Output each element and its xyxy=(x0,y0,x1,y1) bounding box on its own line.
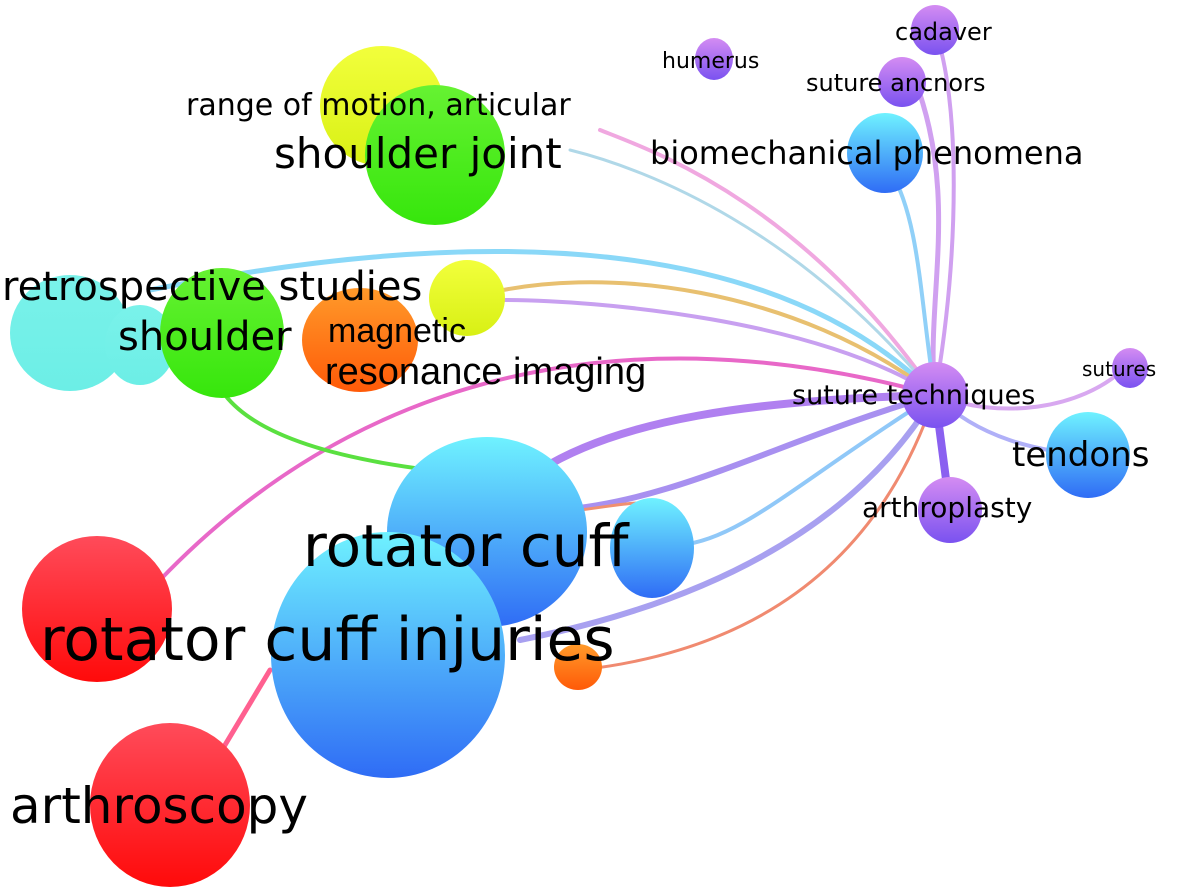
label-shoulder-joint: shoulder joint xyxy=(274,129,562,178)
edges xyxy=(147,28,1127,773)
label-arthroplasty: arthroplasty xyxy=(862,491,1032,524)
edge xyxy=(517,392,938,643)
label-shoulder: shoulder xyxy=(118,314,292,360)
label-retrospective-studies: retrospective studies xyxy=(2,264,422,310)
node-humerus[interactable] xyxy=(695,38,733,80)
edge xyxy=(888,168,937,397)
edge xyxy=(912,77,942,398)
label-range-of-motion: range of motion, articular xyxy=(186,88,571,123)
node-tendons[interactable] xyxy=(1046,412,1130,498)
node-shoulder-joint[interactable] xyxy=(365,85,505,225)
edge xyxy=(598,128,937,397)
edge xyxy=(498,298,937,397)
node-orange-small[interactable] xyxy=(554,644,602,690)
edge xyxy=(536,391,939,474)
label-biomechanical-phenomena: biomechanical phenomena xyxy=(650,134,1083,172)
edge xyxy=(158,356,937,582)
node-sutures[interactable] xyxy=(1112,348,1148,388)
node-biomechanical-phenomena[interactable] xyxy=(847,113,923,193)
edge xyxy=(557,392,938,513)
node-cyan-small[interactable] xyxy=(105,305,175,385)
node-shoulder[interactable] xyxy=(160,268,284,398)
label-rotator-cuff: rotator cuff xyxy=(303,512,630,580)
edge xyxy=(578,393,937,672)
label-mri-line2: resonance imaging xyxy=(325,351,646,393)
label-arthroscopy: arthroscopy xyxy=(10,777,308,835)
edge xyxy=(468,280,937,397)
edge xyxy=(147,249,938,398)
label-humerus: humerus xyxy=(662,49,759,74)
node-suture-techniques[interactable] xyxy=(902,362,968,428)
labels: humerus cadaver suture ancnors biomechan… xyxy=(2,18,1156,835)
node-arthroscopy[interactable] xyxy=(90,723,250,887)
label-rotator-cuff-injuries: rotator cuff injuries xyxy=(40,605,615,675)
node-mri[interactable] xyxy=(302,288,418,392)
edge xyxy=(568,148,937,397)
node-suture-anchors[interactable] xyxy=(878,57,926,107)
edge xyxy=(223,393,432,472)
label-suture-anchors: suture ancnors xyxy=(806,69,985,97)
node-cadaver[interactable] xyxy=(911,5,959,55)
nodes xyxy=(10,5,1148,887)
label-mri-line1: magnetic xyxy=(328,312,466,350)
label-cadaver: cadaver xyxy=(895,18,992,46)
node-rotator-cuff-small[interactable] xyxy=(610,498,694,598)
node-yellow-small[interactable] xyxy=(429,260,505,336)
label-tendons: tendons xyxy=(1012,435,1149,475)
node-arthroplasty[interactable] xyxy=(918,477,982,543)
node-cyan-large[interactable] xyxy=(10,275,130,391)
label-sutures: sutures xyxy=(1082,357,1156,381)
label-suture-techniques: suture techniques xyxy=(792,380,1035,411)
node-red-upper[interactable] xyxy=(22,536,172,682)
edge xyxy=(678,393,937,547)
edge xyxy=(933,28,956,397)
node-rotator-cuff-injuries[interactable] xyxy=(271,532,505,778)
